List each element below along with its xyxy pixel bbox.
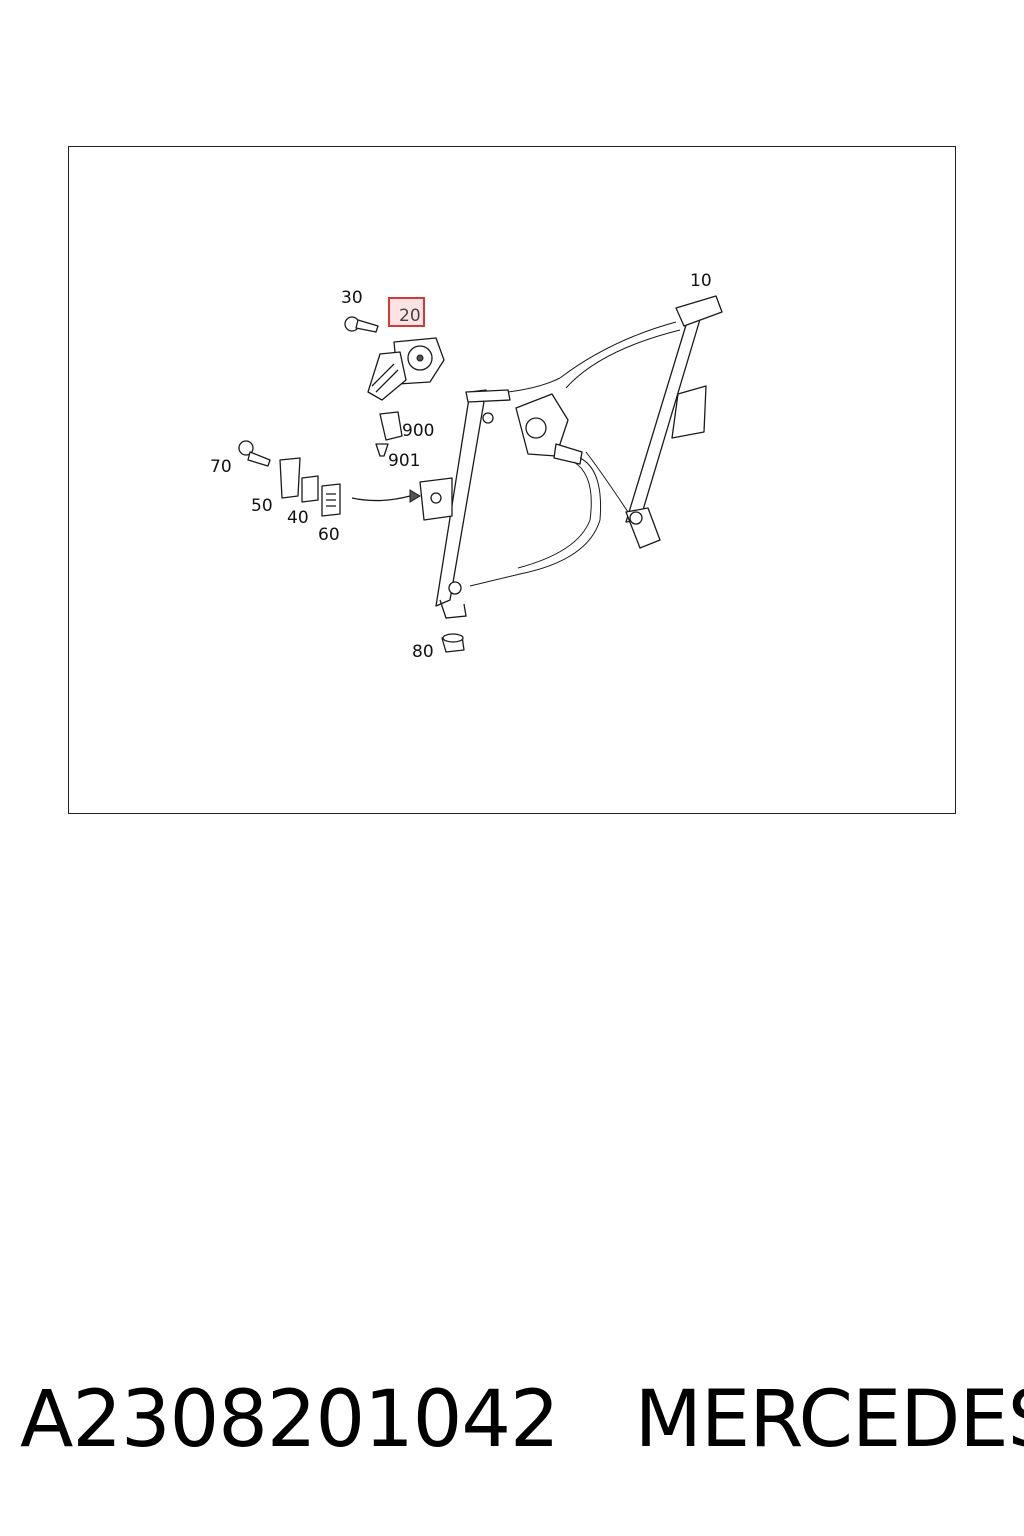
callout-80: 80 <box>412 642 434 662</box>
callout-70: 70 <box>210 457 232 477</box>
window-motor-part-20[interactable] <box>367 337 445 401</box>
callout-60: 60 <box>318 525 340 545</box>
callout-900: 900 <box>402 421 434 441</box>
screw-part-70[interactable] <box>238 440 271 467</box>
callout-10: 10 <box>690 271 712 291</box>
connector-pin-part-901[interactable] <box>375 443 389 457</box>
assembly-arrow <box>351 495 411 502</box>
part-number: A2308201042 <box>20 1375 560 1465</box>
callout-20-highlight <box>388 297 425 327</box>
window-regulator-assembly[interactable] <box>419 295 723 619</box>
clip-part-40[interactable] <box>301 475 319 503</box>
product-caption: A2308201042 MERCEDES <box>20 1370 1024 1470</box>
callout-901: 901 <box>388 451 420 471</box>
nut-part-80[interactable] <box>441 633 465 653</box>
callout-40: 40 <box>287 508 309 528</box>
callout-30: 30 <box>341 288 363 308</box>
callout-20[interactable]: 20 <box>399 306 421 326</box>
brand-name: MERCEDES <box>634 1375 1024 1465</box>
arrow-head <box>409 489 421 503</box>
connector-part-900[interactable] <box>379 411 403 441</box>
callout-50: 50 <box>251 496 273 516</box>
bolt-part-30[interactable] <box>344 316 379 333</box>
clip-part-60[interactable] <box>321 483 341 517</box>
diagram-frame <box>68 146 956 814</box>
clip-part-50[interactable] <box>279 457 301 499</box>
